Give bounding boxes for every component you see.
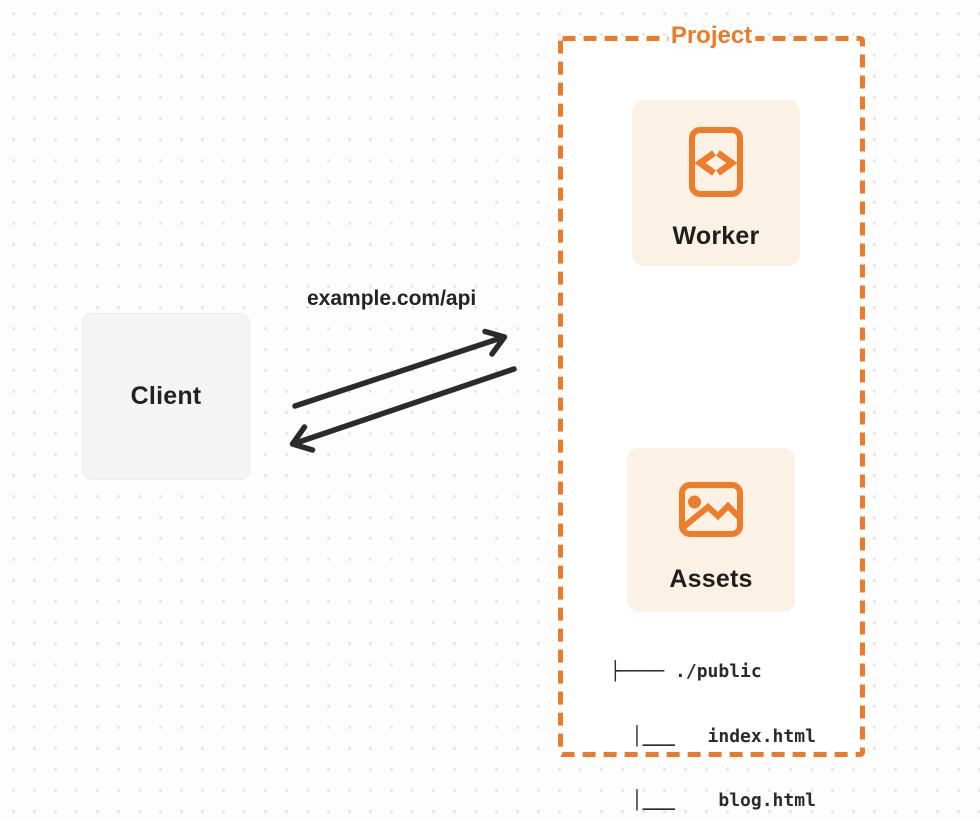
response-arrow-icon (289, 366, 517, 453)
client-label: Client (130, 382, 202, 410)
code-file-icon (689, 127, 743, 197)
file-tree-line-public: ├──── ./public (610, 661, 762, 682)
project-container: Project Worker Assets ├──── ./public │__… (558, 22, 865, 811)
file-tree: ├──── ./public │___ index.html │___ blog… (610, 618, 816, 818)
assets-label: Assets (669, 565, 753, 593)
image-icon (679, 482, 743, 537)
assets-card: Assets (627, 448, 795, 612)
request-arrow-icon (292, 328, 508, 409)
worker-label: Worker (672, 222, 760, 250)
worker-card: Worker (632, 100, 800, 266)
project-label: Project (667, 22, 756, 50)
client-node: Client (82, 313, 250, 480)
file-tree-line-blog: │___ blog.html (610, 790, 816, 811)
request-url-label: example.com/api (307, 287, 477, 310)
file-tree-line-index: │___ index.html (610, 725, 816, 747)
